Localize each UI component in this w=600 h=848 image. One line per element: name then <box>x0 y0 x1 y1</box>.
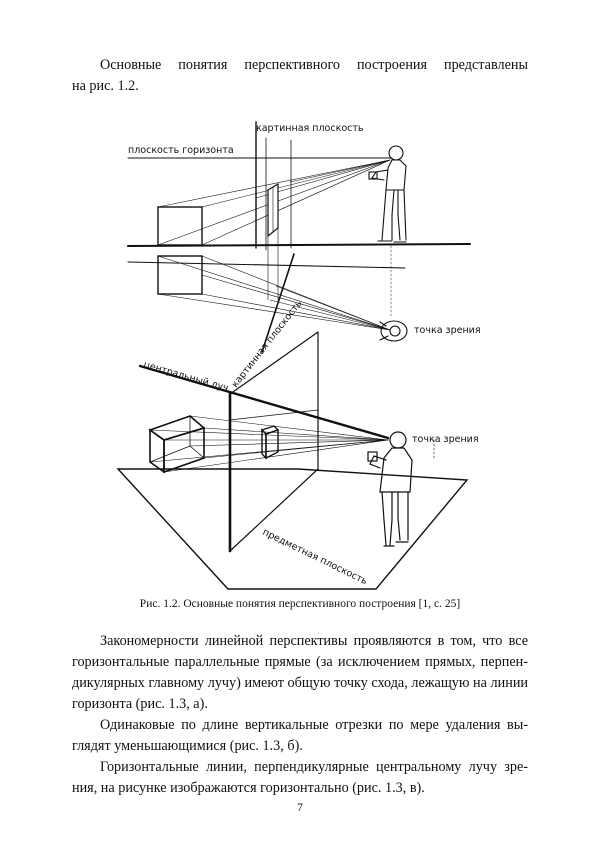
perspective-figure: картинная плоскость плоскость горизонта … <box>116 121 481 590</box>
p1-line-3: дикулярных главному лучу) имеют общую то… <box>72 675 528 691</box>
body-paragraph-1: Закономерности линейной перспективы проя… <box>72 631 528 715</box>
figure-caption: Рис. 1.2. Основные понятия перспективног… <box>139 598 461 610</box>
p2-line-2: глядят уменьшающимися (рис. 1.3, б). <box>72 738 303 754</box>
label-viewpoint-bottom: точка зрения <box>412 434 479 445</box>
body-paragraph-3: Горизонтальные линии, перпендикулярные ц… <box>72 757 528 799</box>
observer-figure-top <box>368 145 407 243</box>
central-ray <box>138 364 390 440</box>
label-picture-plane-top: картинная плоскость <box>256 123 364 134</box>
intro-line-2: на рис. 1.2. <box>72 78 139 94</box>
label-horizon-plane: плоскость горизонта <box>128 145 234 156</box>
intro-paragraph: Основные понятия перспективного построен… <box>72 55 528 97</box>
p1-line-4: горизонта (рис. 1.3, а). <box>72 696 208 712</box>
intro-line-1: Основные понятия перспективного построен… <box>100 57 528 73</box>
box-side-view <box>157 206 203 246</box>
cube-3d <box>148 415 206 474</box>
body-paragraph-2: Одинаковые по длине вертикальные отрезки… <box>72 715 528 757</box>
page-number: 7 <box>297 800 303 814</box>
label-picture-plane-bottom: картинная плоскость <box>230 298 305 390</box>
p1-line-2: горизонтальные параллельные прямые (за и… <box>72 654 528 670</box>
p3-line-2: ния, на рисунке изображаются горизонталь… <box>72 780 425 796</box>
box-plan-view <box>157 255 203 295</box>
p1-line-1: Закономерности линейной перспективы проя… <box>100 633 528 649</box>
label-object-plane: предметная плоскость <box>261 527 370 588</box>
p2-line-1: Одинаковые по длине вертикальные отрезки… <box>100 717 528 733</box>
label-central-ray: центральный луч <box>142 359 229 394</box>
object-plane <box>116 468 469 590</box>
observer-figure-plan <box>379 320 408 342</box>
observer-figure-bottom <box>367 431 413 547</box>
p3-line-1: Горизонтальные линии, перпендикулярные ц… <box>100 759 528 775</box>
label-viewpoint-top: точка зрения <box>414 325 481 336</box>
